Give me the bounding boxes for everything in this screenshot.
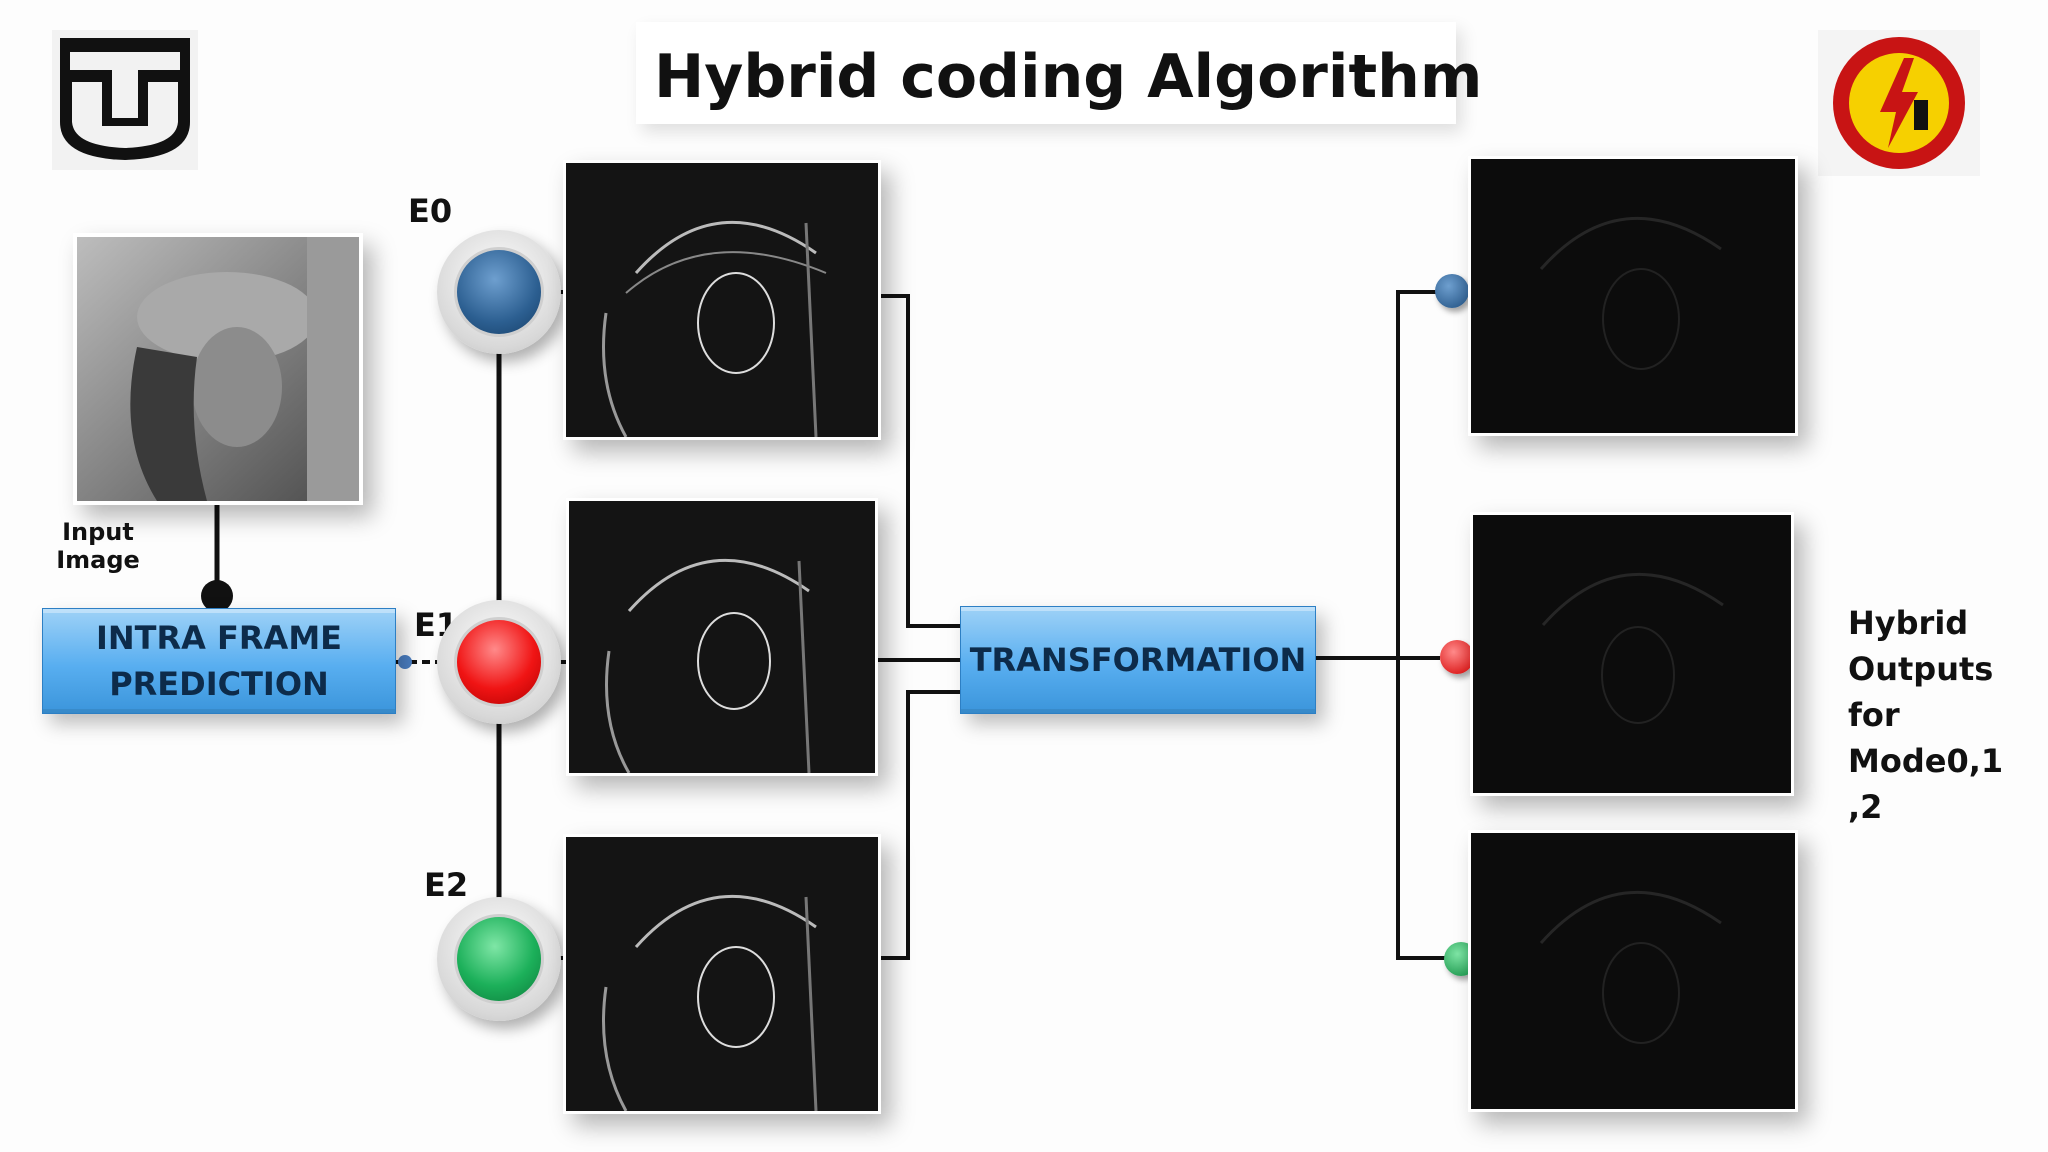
mode-e0-button[interactable] <box>437 230 561 354</box>
intra-frame-prediction-block: INTRA FRAME PREDICTION <box>42 608 396 714</box>
input-image-caption: Input Image <box>52 518 144 574</box>
output-dot-blue-icon <box>1435 274 1469 308</box>
output-dot-red-icon <box>1440 640 1474 674</box>
transformation-block: TRANSFORMATION <box>960 606 1316 714</box>
blue-circle-icon <box>454 247 544 337</box>
tu-logo <box>52 30 198 170</box>
edge-image-e0 <box>563 160 881 440</box>
intra-block-line1: INTRA FRAME <box>43 615 395 661</box>
mode-label-e0: E0 <box>408 192 452 230</box>
green-circle-icon <box>454 914 544 1004</box>
edge-image-e1 <box>566 498 878 776</box>
red-circle-icon <box>454 617 544 707</box>
page-title: Hybrid coding Algorithm <box>654 42 1482 112</box>
input-image <box>73 233 363 505</box>
fei-logo <box>1818 30 1980 176</box>
title-box: Hybrid coding Algorithm <box>636 22 1456 124</box>
mode-e2-button[interactable] <box>437 897 561 1021</box>
hybrid-output-mode1 <box>1470 512 1794 796</box>
outputs-caption: Hybrid Outputs for Mode0,1 ,2 <box>1848 600 2038 830</box>
hybrid-output-mode2 <box>1468 830 1798 1112</box>
mode-label-e2: E2 <box>424 866 468 904</box>
mode-e1-button[interactable] <box>437 600 561 724</box>
edge-image-e2 <box>563 834 881 1114</box>
hybrid-output-mode0 <box>1468 156 1798 436</box>
intra-block-line2: PREDICTION <box>43 661 395 707</box>
